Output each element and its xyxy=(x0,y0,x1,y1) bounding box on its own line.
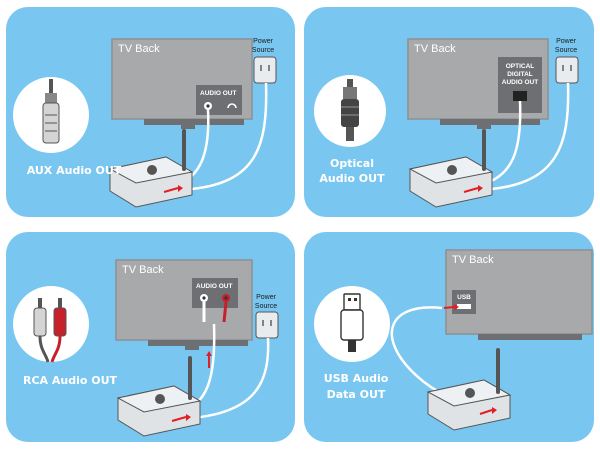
power-outlet-icon xyxy=(555,56,579,84)
source-label-line-1: USB Audio xyxy=(324,372,389,385)
power-cable xyxy=(491,82,570,191)
device-logo-icon xyxy=(465,388,475,398)
connection-arrow-icon xyxy=(443,306,455,309)
tv-back-label: TV Back xyxy=(452,254,494,266)
optical-port-icon xyxy=(513,91,527,101)
power-source-label-2: Source xyxy=(255,303,277,310)
aux-jack-icon xyxy=(42,79,60,144)
tv-stand-foot xyxy=(477,125,491,129)
antenna-icon xyxy=(182,129,186,171)
device-arrow-icon xyxy=(479,409,493,415)
source-label: AUX Audio OUT xyxy=(27,164,122,177)
source-label-line-2: Audio OUT xyxy=(319,172,385,185)
panel-rca-illustration: TV Back AUDIO OUT Power Source xyxy=(13,259,279,437)
tv-stand xyxy=(478,334,582,340)
power-outlet-icon xyxy=(255,311,279,339)
usb-port-box xyxy=(452,290,476,314)
optical-plug-icon xyxy=(341,79,359,141)
power-source-label-2: Source xyxy=(252,47,274,54)
rca-plugs-icon xyxy=(33,298,67,363)
panel-usb-illustration: TV Back USB USB Audio Data OUT xyxy=(314,249,593,431)
usb-port-label: USB xyxy=(457,294,471,301)
audio-out-port-label: AUDIO OUT xyxy=(200,90,237,97)
rca-port-box xyxy=(192,278,238,308)
usb-port-icon xyxy=(457,304,471,309)
tv-back-label: TV Back xyxy=(118,43,160,55)
device-logo-icon xyxy=(447,165,457,175)
connection-arrow-icon xyxy=(171,416,187,422)
power-outlet-icon xyxy=(253,56,277,84)
antenna-icon xyxy=(482,129,486,171)
device-logo-icon xyxy=(155,394,165,404)
panel-aux: TV Back AUDIO OUT Power Source xyxy=(6,7,295,217)
optical-port-label-2: DIGITAL xyxy=(507,71,533,78)
tv-back-label: TV Back xyxy=(414,43,456,55)
antenna-icon xyxy=(188,356,192,400)
power-cable xyxy=(191,337,270,420)
source-label-line-2: Data OUT xyxy=(327,388,386,401)
antenna-icon xyxy=(496,348,500,394)
tv-stand xyxy=(144,119,244,125)
tv-stand xyxy=(440,119,540,125)
tv-stand xyxy=(148,340,248,346)
source-label-line-1: Optical xyxy=(330,157,374,170)
optical-port-label-3: AUDIO OUT xyxy=(502,79,539,86)
device-logo-icon xyxy=(147,165,157,175)
source-connector-circle xyxy=(13,286,89,362)
connection-arrow-icon xyxy=(463,187,479,193)
rca-port-label: AUDIO OUT xyxy=(196,283,233,290)
tv-back-label: TV Back xyxy=(122,264,164,276)
rca-red-cable xyxy=(222,301,228,323)
optical-port-label-1: OPTICAL xyxy=(506,63,535,70)
panel-usb: TV Back USB USB Audio Data OUT xyxy=(304,232,594,442)
power-source-label-2: Source xyxy=(555,47,577,54)
power-source-label-1: Power xyxy=(253,38,274,45)
panel-aux-illustration: TV Back AUDIO OUT Power Source xyxy=(13,38,277,208)
usb-plug-icon xyxy=(340,293,364,352)
panel-optical: TV Back OPTICAL DIGITAL AUDIO OUT Power … xyxy=(304,7,594,217)
panel-rca: TV Back AUDIO OUT Power Source xyxy=(6,232,295,442)
connection-arrow-icon xyxy=(163,187,179,193)
power-source-label-1: Power xyxy=(256,294,277,301)
tv-stand-foot xyxy=(181,125,195,129)
power-source-label-1: Power xyxy=(556,38,577,45)
headphone-icon xyxy=(227,103,237,109)
source-label: RCA Audio OUT xyxy=(23,374,118,387)
power-cable xyxy=(191,82,268,191)
panel-optical-illustration: TV Back OPTICAL DIGITAL AUDIO OUT Power … xyxy=(314,38,579,208)
audio-out-port-box xyxy=(196,85,242,115)
tv-stand-foot xyxy=(185,346,199,350)
